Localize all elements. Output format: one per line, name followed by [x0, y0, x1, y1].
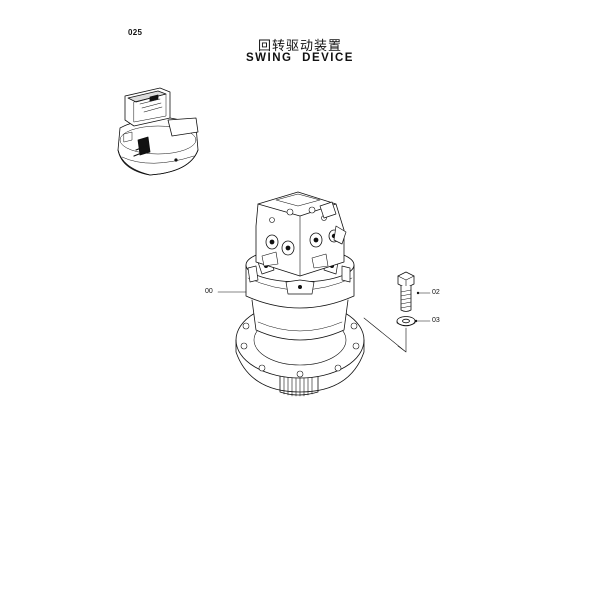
washer-drawing — [396, 316, 416, 327]
page-title-english: SWING DEVICE — [0, 52, 600, 64]
bolt-drawing — [397, 271, 415, 312]
location-thumbnail-image — [117, 87, 199, 176]
page-title-chinese: 回转驱动装置 — [257, 39, 342, 54]
leader-lines — [217, 291, 431, 353]
callout-label-03: 03 — [432, 317, 440, 324]
page-title-english-text: SWING DEVICE — [246, 52, 354, 64]
swing-device-drawing — [235, 191, 365, 397]
callout-label-00: 00 — [205, 288, 213, 295]
callout-label-02: 02 — [432, 289, 440, 296]
page-number: 025 — [128, 28, 143, 37]
